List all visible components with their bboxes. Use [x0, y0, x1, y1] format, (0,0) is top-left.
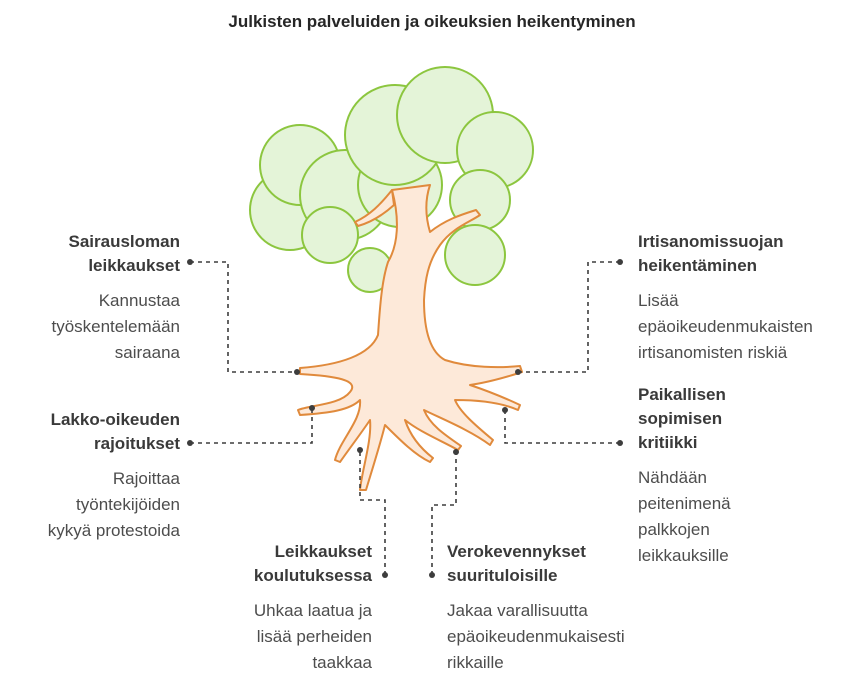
- connector-dot: [429, 572, 435, 578]
- connector-dot: [187, 259, 193, 265]
- tree-trunk: [297, 184, 523, 491]
- connector-dot: [502, 407, 508, 413]
- trunk-shape: [297, 184, 523, 491]
- foliage-blob: [444, 224, 506, 286]
- connector-dot: [357, 447, 363, 453]
- item-heading: Lakko-oikeuden rajoitukset: [50, 410, 180, 453]
- item-education: Leikkaukset koulutuksessa Uhkaa laatua j…: [172, 540, 372, 676]
- item-heading: Sairausloman leikkaukset: [68, 232, 181, 275]
- connector-dot: [294, 369, 300, 375]
- connector-dots: [187, 259, 623, 578]
- connector-local-bargaining: [504, 410, 620, 444]
- item-description: Lisää epäoikeudenmukaisten irtisanomiste…: [638, 291, 813, 362]
- connector-strike: [190, 408, 313, 444]
- connector-dismissal: [518, 261, 620, 373]
- connector-dot: [617, 259, 623, 265]
- item-description: Rajoittaa työntekijöiden kykyä protestoi…: [47, 469, 180, 540]
- connector-tax: [431, 452, 457, 575]
- item-heading: Paikallisen sopimisen kritiikki: [638, 385, 726, 452]
- item-heading: Leikkaukset koulutuksessa: [253, 542, 372, 585]
- foliage-blob: [301, 206, 359, 264]
- item-strike: Lakko-oikeuden rajoitukset Rajoittaa työ…: [0, 408, 180, 544]
- connectors: [190, 261, 620, 575]
- connector-dot: [309, 405, 315, 411]
- branch-shape: [354, 189, 395, 227]
- item-description: Kannustaa työskentelemään sairaana: [51, 291, 180, 362]
- item-description: Nähdään peitenimenä palkkojen leikkauksi…: [638, 468, 731, 565]
- item-dismissal: Irtisanomissuojan heikentäminen Lisää ep…: [638, 230, 838, 366]
- item-tax: Verokevennykset suurituloisille Jakaa va…: [447, 540, 667, 676]
- item-heading: Verokevennykset suurituloisille: [447, 542, 586, 585]
- connector-dot: [453, 449, 459, 455]
- diagram-title: Julkisten palveluiden ja oikeuksien heik…: [228, 12, 636, 31]
- item-description: Uhkaa laatua ja lisää perheiden taakkaa: [253, 601, 372, 672]
- connector-dot: [617, 440, 623, 446]
- connector-dot: [515, 369, 521, 375]
- item-heading: Irtisanomissuojan heikentäminen: [638, 232, 784, 275]
- tree-foliage: [249, 66, 534, 293]
- connector-dot: [187, 440, 193, 446]
- connector-sick-leave: [190, 261, 297, 373]
- connector-dot: [382, 572, 388, 578]
- item-description: Jakaa varallisuutta epäoikeudenmukaisest…: [447, 601, 625, 672]
- item-sick-leave: Sairausloman leikkaukset Kannustaa työsk…: [0, 230, 180, 366]
- item-local-bargaining: Paikallisen sopimisen kritiikki Nähdään …: [638, 383, 838, 569]
